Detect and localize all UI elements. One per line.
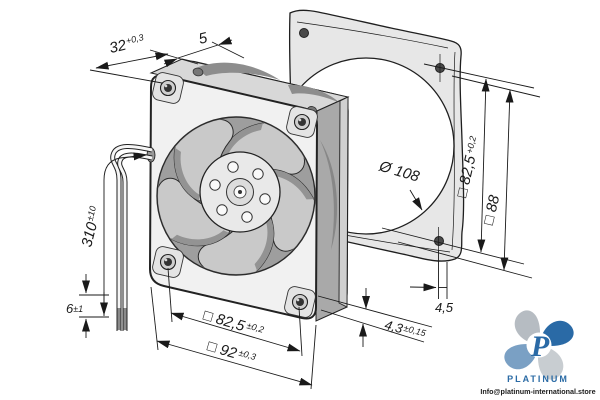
mounting-hole (159, 253, 177, 271)
fan-rear-boss-hole (192, 67, 204, 77)
dim-lead-length-label: 310±10 (78, 205, 104, 249)
dim-hole-pitch-label: □ 82,5±0,2 (201, 307, 265, 341)
dim-gasket-bore: Ø 108 (376, 157, 423, 211)
gasket-thickness-right-line (451, 51, 456, 251)
lead-wire (118, 153, 153, 331)
dim-frame-size-label: □ 92±0,3 (205, 338, 257, 368)
platinum-brand-text: PLATINUM (507, 374, 569, 384)
fan-right-band-shadow (320, 140, 338, 250)
gasket-thickness-top-line (296, 21, 449, 49)
hub-bolt-hole (241, 211, 253, 223)
dim-gasket-hole-edge: 4,5 (409, 250, 454, 315)
mounting-hole (293, 113, 311, 131)
dim-depth-label: 32+0,3 (108, 32, 146, 57)
hub-bolt-hole (259, 193, 271, 205)
hub-bolt-hole (216, 204, 228, 216)
platinum-monogram: P (530, 330, 550, 363)
gasket-hole-bottom-right (434, 236, 444, 246)
hub-bolt-hole (209, 179, 221, 191)
hub-bolt-hole (252, 168, 264, 180)
hub-bolt-hole (227, 161, 239, 173)
gasket-hole-top-left (299, 28, 309, 38)
platinum-logo: P PLATINUM Info@platinum-international.s… (480, 310, 596, 396)
platinum-email-text: Info@platinum-international.store (480, 387, 595, 396)
dim-flange-label: 5 (197, 29, 210, 48)
mounting-hole (291, 293, 309, 311)
dim-depth: 32+0,3 (89, 32, 199, 84)
mounting-hole (159, 79, 177, 97)
dim-gasket-size-label: □ 88 (480, 193, 503, 227)
dim-lead-strip: 6±1 (66, 274, 109, 338)
dim-lead-strip-label: 6±1 (66, 301, 83, 316)
fan-top-band-shadow (288, 84, 340, 103)
fan-hub (199, 151, 281, 233)
fan-corner-bosses (152, 72, 318, 318)
lead-wires (110, 144, 156, 331)
dim-gasket-size: □ 88 (397, 75, 541, 279)
hub-shaft-center (238, 190, 242, 194)
dim-flange-thickness-label: 4,3±0,15 (383, 317, 428, 342)
dim-gasket-hole-edge-label: 4,5 (435, 300, 454, 315)
dim-flange-thickness: 4,3±0,15 (317, 288, 433, 347)
lead-wire (111, 145, 153, 331)
dim-gasket-bore-label: Ø 108 (376, 157, 422, 185)
platinum-logo-mark: P (504, 310, 574, 380)
dim-lead-length: 310±10 (78, 152, 147, 316)
fan (148, 58, 350, 322)
fan-rear-flange-edge (338, 96, 349, 308)
dim-flange: 5 (163, 29, 245, 68)
fan-top-band-shadow (196, 62, 280, 80)
